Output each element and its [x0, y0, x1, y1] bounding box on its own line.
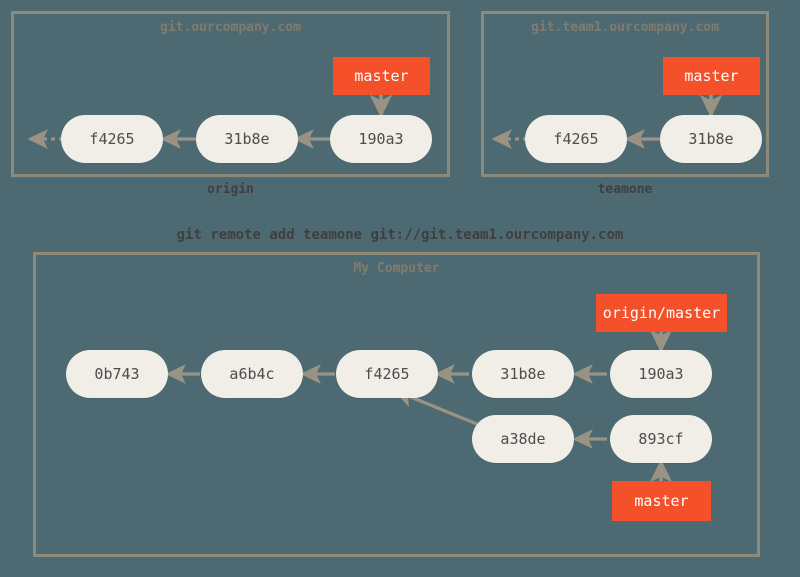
ref-label-master[interactable]: master — [333, 57, 430, 95]
commit-node[interactable]: 31b8e — [196, 115, 298, 163]
commit-node[interactable]: f4265 — [525, 115, 627, 163]
commit-node[interactable]: 190a3 — [610, 350, 712, 398]
panel-origin-title: git.ourcompany.com — [160, 20, 301, 35]
panel-my-computer-title: My Computer — [353, 261, 440, 276]
commit-node[interactable]: a6b4c — [201, 350, 303, 398]
panel-teamone-caption: teamone — [597, 182, 653, 197]
ref-label-master[interactable]: master — [663, 57, 760, 95]
commit-node[interactable]: 31b8e — [660, 115, 762, 163]
ref-label-origin-master[interactable]: origin/master — [596, 294, 727, 332]
panel-teamone-title: git.team1.ourcompany.com — [531, 20, 719, 35]
panel-origin-caption: origin — [207, 182, 254, 197]
panel-teamone — [481, 11, 769, 177]
commit-node[interactable]: f4265 — [61, 115, 163, 163]
commit-node[interactable]: 31b8e — [472, 350, 574, 398]
commit-node[interactable]: 0b743 — [66, 350, 168, 398]
commit-node[interactable]: 190a3 — [330, 115, 432, 163]
git-command-text: git remote add teamone git://git.team1.o… — [176, 227, 624, 243]
ref-label-master[interactable]: master — [612, 481, 711, 521]
commit-node[interactable]: 893cf — [610, 415, 712, 463]
panel-origin — [11, 11, 450, 177]
panel-my-computer — [33, 252, 760, 557]
commit-node[interactable]: a38de — [472, 415, 574, 463]
commit-node[interactable]: f4265 — [336, 350, 438, 398]
